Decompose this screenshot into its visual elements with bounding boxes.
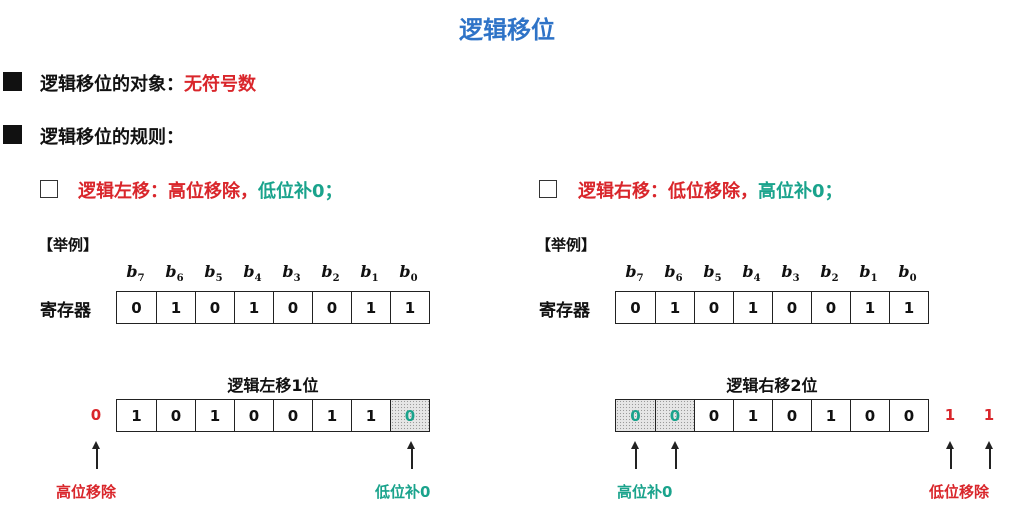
register-cell: 1 <box>811 400 850 431</box>
bit-label: b6 <box>165 262 184 285</box>
object-label: 逻辑移位的对象： <box>40 74 184 95</box>
object-value: 无符号数 <box>184 74 256 95</box>
register-cell: 1 <box>131 406 142 425</box>
checkbox-right-shift[interactable] <box>539 180 557 198</box>
rule-left-shift: 逻辑左移：高位移除，低位补0； <box>78 177 343 203</box>
register-cell: 0 <box>850 400 889 431</box>
example-label-left: 【举例】 <box>38 236 99 254</box>
rule-right-part2: 高位补0； <box>758 181 843 202</box>
note-left-removed: 高位移除 <box>56 483 117 501</box>
register-cell: 1 <box>889 292 928 323</box>
register-cell: 1 <box>850 292 889 323</box>
register-label-right: 寄存器 <box>539 301 590 321</box>
left-shift-title: 逻辑左移1位 <box>227 376 319 395</box>
register-cell: 0 <box>390 400 429 431</box>
register-label-left: 寄存器 <box>40 301 91 321</box>
bit-labels-right: b7 b6 b5 b4 b3 b2 b1 b0 <box>615 262 927 284</box>
rule-left-name: 逻辑左移： <box>78 181 168 202</box>
register-cell: 1 <box>312 400 351 431</box>
rule-left-part1: 高位移除， <box>168 181 258 202</box>
rule-left-part2: 低位补0； <box>258 181 343 202</box>
bit-label: b2 <box>820 262 839 285</box>
bit-label: b5 <box>703 262 722 285</box>
bit-label: b0 <box>399 262 418 285</box>
bit-label: b6 <box>664 262 683 285</box>
bit-label: b1 <box>859 262 878 285</box>
register-cell: 0 <box>234 400 273 431</box>
register-cell: 1 <box>733 400 772 431</box>
register-cell: 0 <box>312 292 351 323</box>
register-cell: 1 <box>351 292 390 323</box>
register-cell: 0 <box>889 400 928 431</box>
rule-right-part1: 低位移除， <box>668 181 758 202</box>
register-cell: 0 <box>772 400 811 431</box>
register-cell: 0 <box>694 292 733 323</box>
register-cell: 0 <box>630 298 641 317</box>
bit-label: b0 <box>898 262 917 285</box>
page-title: 逻辑移位 <box>459 16 555 44</box>
bit-labels-left: b7 b6 b5 b4 b3 b2 b1 b0 <box>116 262 428 284</box>
shifted-out-bit: 1 <box>944 406 956 424</box>
register-cell: 0 <box>655 400 694 431</box>
arrow-up-icon <box>408 441 414 469</box>
register-cell: 1 <box>156 292 195 323</box>
bullet-square <box>3 125 22 144</box>
right-shift-title: 逻辑右移2位 <box>726 376 818 395</box>
register-cell: 0 <box>694 400 733 431</box>
bullet-rules: 逻辑移位的规则： <box>40 127 184 148</box>
register-cell: 0 <box>195 292 234 323</box>
bit-label: b2 <box>321 262 340 285</box>
bit-label: b3 <box>282 262 301 285</box>
bit-label: b4 <box>243 262 262 285</box>
bit-label: b1 <box>360 262 379 285</box>
register-cell: 1 <box>234 292 273 323</box>
arrow-up-icon <box>947 441 953 469</box>
example-label-right: 【举例】 <box>536 236 597 254</box>
register-cell: 1 <box>655 292 694 323</box>
bit-label: b7 <box>126 262 145 285</box>
arrow-up-icon <box>672 441 678 469</box>
arrow-up-icon <box>632 441 638 469</box>
note-left-filled: 低位补0 <box>375 483 431 501</box>
register-cell: 0 <box>273 400 312 431</box>
rule-right-shift: 逻辑右移：低位移除，高位补0； <box>578 177 843 203</box>
bullet-square <box>3 72 22 91</box>
register-cell: 0 <box>131 298 142 317</box>
register-cell: 0 <box>156 400 195 431</box>
register-cell: 1 <box>195 400 234 431</box>
rule-right-name: 逻辑右移： <box>578 181 668 202</box>
shifted-out-bit: 1 <box>983 406 995 424</box>
bullet-object: 逻辑移位的对象：无符号数 <box>40 70 256 96</box>
shifted-out-bit: 0 <box>90 406 102 424</box>
register-cell: 0 <box>616 400 655 431</box>
note-right-removed: 低位移除 <box>929 483 990 501</box>
register-cell: 1 <box>733 292 772 323</box>
register-cell: 1 <box>351 400 390 431</box>
left-shifted-out: 0 <box>86 406 106 424</box>
bit-label: b5 <box>204 262 223 285</box>
checkbox-left-shift[interactable] <box>40 180 58 198</box>
register-cell: 0 <box>772 292 811 323</box>
register-cell: 0 <box>811 292 850 323</box>
arrow-up-icon <box>986 441 992 469</box>
note-right-filled: 高位补0 <box>617 483 673 501</box>
register-cell: 1 <box>390 292 429 323</box>
bit-label: b7 <box>625 262 644 285</box>
arrow-up-icon <box>93 441 99 469</box>
register-cell: 0 <box>273 292 312 323</box>
bit-label: b4 <box>742 262 761 285</box>
bit-label: b3 <box>781 262 800 285</box>
